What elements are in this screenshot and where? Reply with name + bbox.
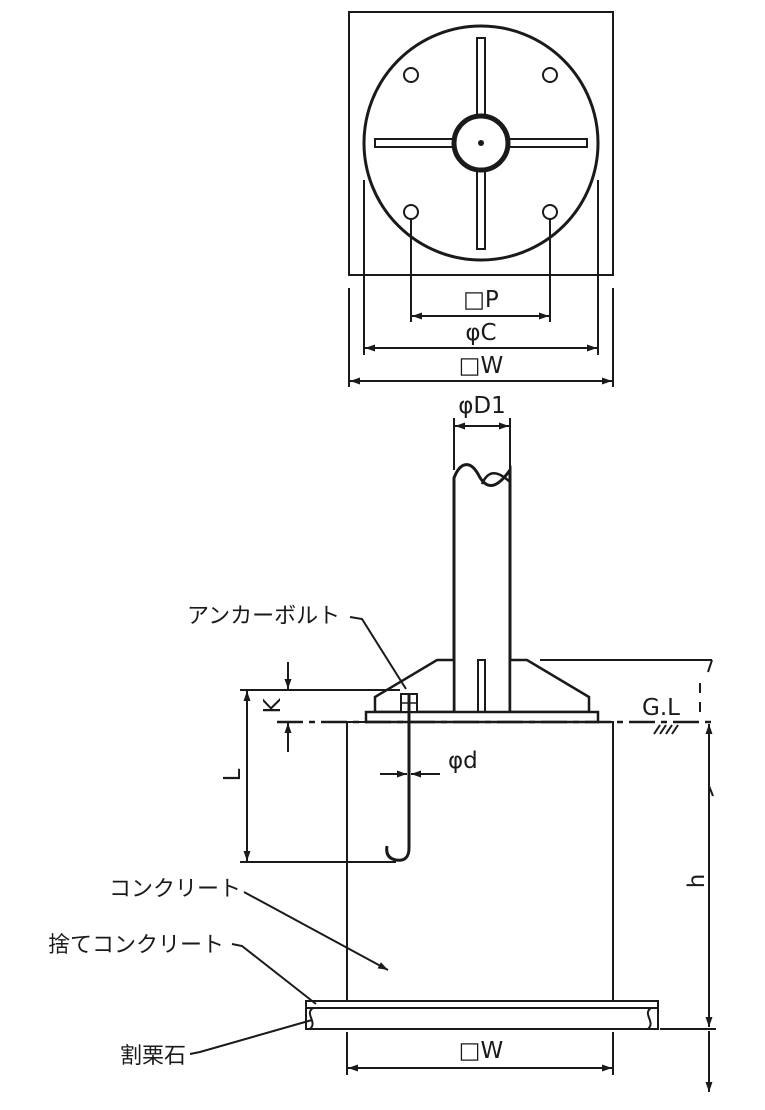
ground-hatch xyxy=(653,724,679,735)
bolt-hole xyxy=(403,204,419,220)
blinding-concrete-label: 捨てコンクリート xyxy=(48,933,224,958)
reference-tick xyxy=(707,659,713,673)
gusset-left xyxy=(373,658,456,714)
crushed-stone-end-left xyxy=(308,1007,314,1030)
leader-anchor-bolt xyxy=(349,616,407,690)
anchor-bolt-label: アンカーボルト xyxy=(187,604,340,629)
dim-label-l: L xyxy=(220,768,246,781)
base-plate xyxy=(364,710,600,724)
section-view: φD1 G.L xyxy=(48,393,716,1092)
dim-label-w: □W xyxy=(459,353,503,379)
concrete-label: コンクリート xyxy=(109,877,241,902)
rib-right xyxy=(507,138,588,148)
plan-square-outline xyxy=(348,11,614,276)
dim-label-k: K xyxy=(260,698,286,714)
pole-center xyxy=(478,140,484,146)
rib-bottom xyxy=(476,170,486,250)
dim-label-h: h xyxy=(684,874,710,889)
pole xyxy=(452,463,512,712)
rib-top xyxy=(476,37,486,116)
leader-crushed-stone xyxy=(189,1019,313,1055)
dim-label-c: φC xyxy=(465,320,496,346)
leader-concrete xyxy=(243,891,389,971)
dim-label-p: □P xyxy=(463,287,499,313)
crushed-stone-layer xyxy=(305,1007,659,1030)
dim-label-d: φd xyxy=(448,748,478,774)
ground-level-label: G.L xyxy=(642,695,680,721)
leader-blinding-concrete xyxy=(231,943,317,1005)
base-plate-circle xyxy=(362,24,600,262)
gusset-right xyxy=(508,658,591,714)
bolt-hole xyxy=(542,204,558,220)
pole-break-inner xyxy=(480,472,511,485)
rib-left xyxy=(374,138,455,148)
bolt-hole xyxy=(403,67,419,83)
dim-label-w-bottom: □W xyxy=(459,1038,503,1064)
crushed-stone-label: 割栗石 xyxy=(120,1044,186,1069)
bolt-hole xyxy=(542,67,558,83)
blinding-concrete xyxy=(305,1000,659,1009)
plan-view: □P φC □W xyxy=(348,11,614,387)
dim-label-d1: φD1 xyxy=(458,393,506,419)
anchor-bolt xyxy=(385,694,411,862)
dimension-tick xyxy=(708,785,714,797)
crushed-stone-end-right xyxy=(646,1007,652,1030)
pole-inner-rib xyxy=(477,659,486,713)
